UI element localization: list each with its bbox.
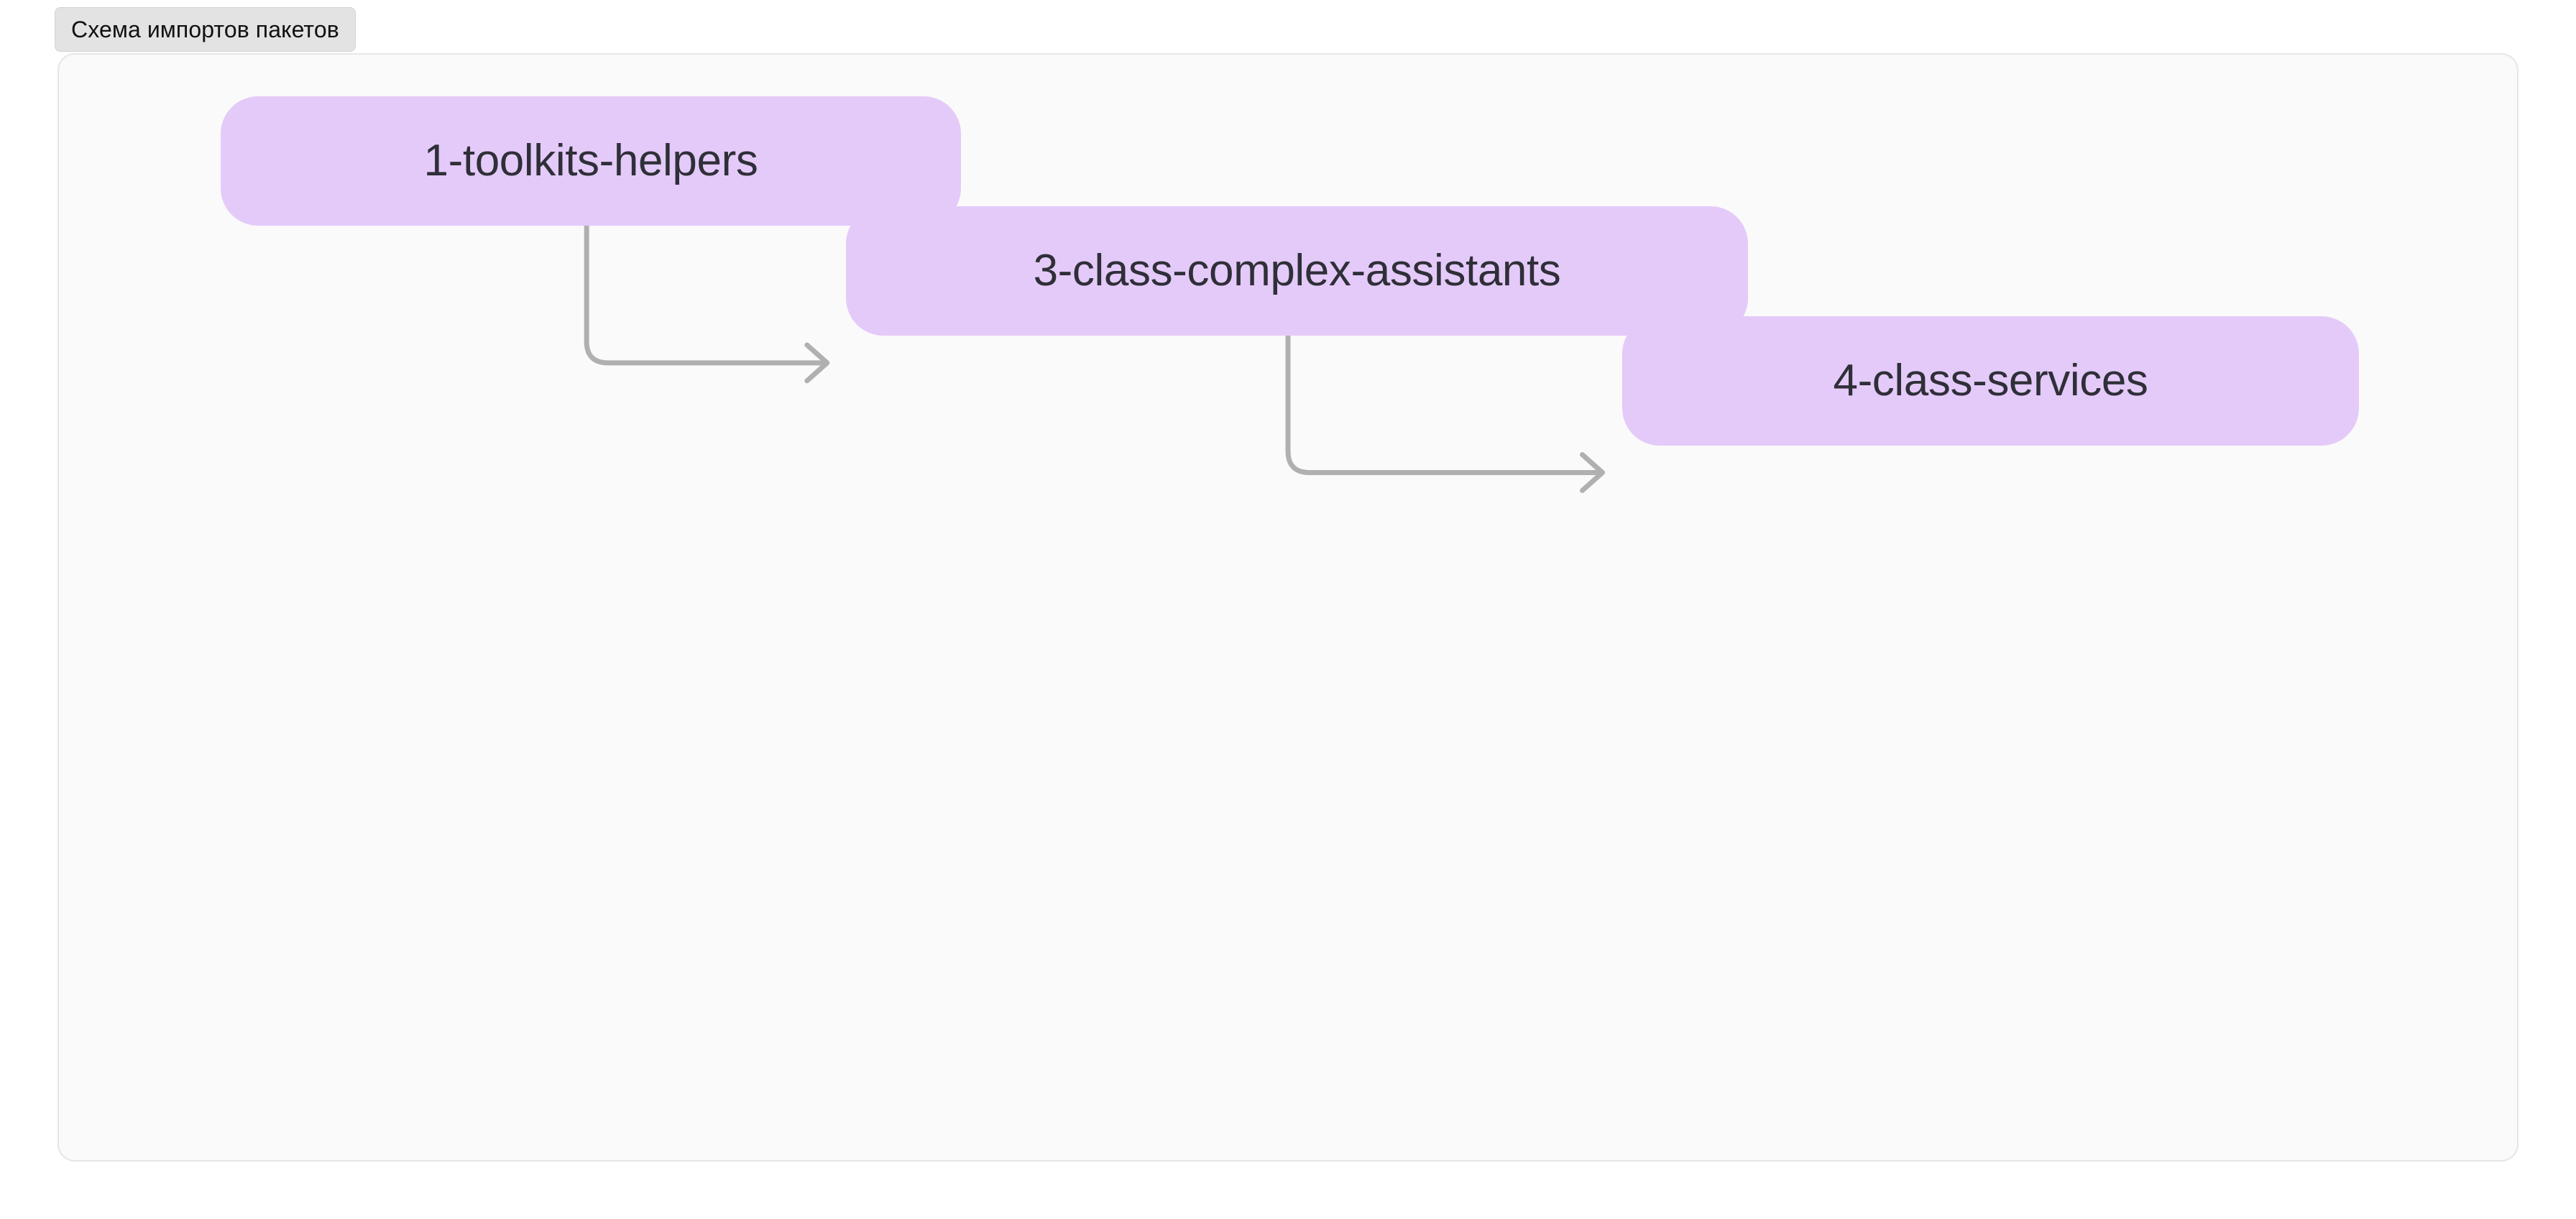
diagram-node-4-class-services[interactable]: 4-class-services (1622, 316, 2359, 446)
edge-n3-to-n4 (1285, 332, 1605, 493)
diagram-canvas[interactable]: 1-toolkits-helpers 3-class-complex-assis… (58, 53, 2518, 1162)
diagram-node-3-class-complex-assistants[interactable]: 3-class-complex-assistants (846, 206, 1748, 336)
node-label: 4-class-services (1833, 356, 2148, 405)
diagram-title-text: Схема импортов пакетов (71, 17, 339, 42)
arrowhead-icon (1580, 452, 1605, 493)
edge-n1-to-n3 (584, 222, 830, 384)
diagram-title-badge[interactable]: Схема импортов пакетов (55, 7, 356, 52)
node-label: 3-class-complex-assistants (1033, 246, 1561, 295)
arrowhead-icon (804, 342, 830, 384)
diagram-node-1-toolkits-helpers[interactable]: 1-toolkits-helpers (221, 96, 961, 226)
node-label: 1-toolkits-helpers (423, 136, 758, 185)
